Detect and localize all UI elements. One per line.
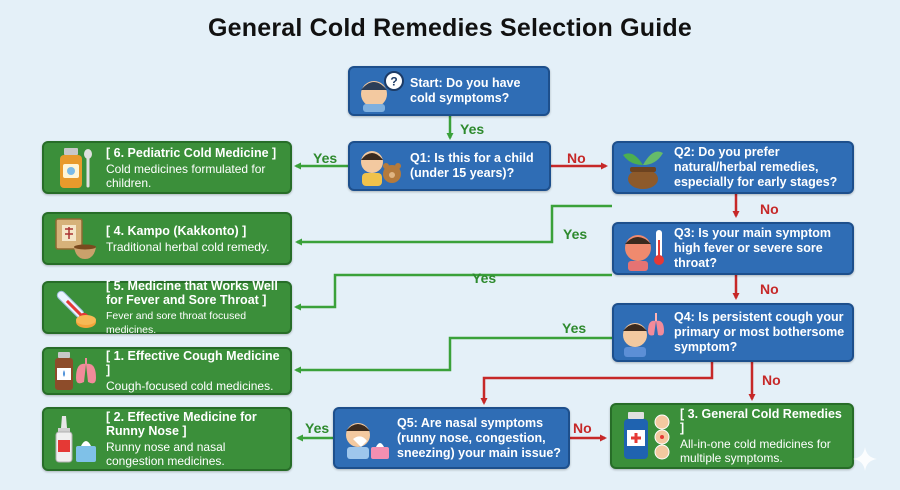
sparkle-icon xyxy=(853,447,877,471)
result-r3: [ 3. General Cold Remedies ] All-in-one … xyxy=(610,403,854,469)
arrow-q4-q5 xyxy=(480,362,714,405)
question-q4: Q4: Is persistent cough your primary or … xyxy=(612,303,854,362)
q3-text: Q3: Is your main symptom high fever or s… xyxy=(674,226,831,270)
q1-text: Q1: Is this for a child (under 15 years)… xyxy=(410,151,534,180)
result-r2: [ 2. Effective Medicine for Runny Nose ]… xyxy=(42,407,292,471)
label-yes-q1: Yes xyxy=(313,150,338,166)
label-no-q1: No xyxy=(567,150,586,166)
arrow-q3-r5 xyxy=(294,273,612,311)
q5-text: Q5: Are nasal symptoms (runny nose, cong… xyxy=(397,415,561,460)
label-yes-start: Yes xyxy=(460,121,485,137)
thermometer-lozenge-icon xyxy=(52,286,98,330)
r4-title: [ 4. Kampo (Kakkonto) ] xyxy=(106,223,247,238)
r6-title: [ 6. Pediatric Cold Medicine ] xyxy=(106,145,277,160)
question-q1: Q1: Is this for a child (under 15 years)… xyxy=(348,141,551,191)
question-q3: Q3: Is your main symptom high fever or s… xyxy=(612,222,854,275)
person-question-icon: ? xyxy=(354,70,404,112)
cough-lungs-icon xyxy=(618,309,668,357)
q2-text: Q2: Do you prefer natural/herbal remedie… xyxy=(674,145,838,189)
label-yes-q3: Yes xyxy=(472,270,497,286)
r4-desc: Traditional herbal cold remedy. xyxy=(106,239,270,254)
result-r1: [ 1. Effective Cough Medicine ] Cough-fo… xyxy=(42,347,292,395)
question-q2: Q2: Do you prefer natural/herbal remedie… xyxy=(612,141,854,194)
label-yes-q2: Yes xyxy=(563,226,588,242)
result-r4: [ 4. Kampo (Kakkonto) ] Traditional herb… xyxy=(42,212,292,265)
r1-desc: Cough-focused cold medicines. xyxy=(106,379,274,393)
sneeze-tissue-icon xyxy=(339,413,391,463)
result-r5: [ 5. Medicine that Works Well for Fever … xyxy=(42,278,292,336)
r1-title: [ 1. Effective Cough Medicine ] xyxy=(106,349,280,377)
r3-title: [ 3. General Cold Remedies ] xyxy=(680,407,842,435)
r2-desc: Runny nose and nasal congestion medicine… xyxy=(106,440,226,468)
syrup-bottle-icon xyxy=(52,146,98,190)
r5-title: [ 5. Medicine that Works Well for Fever … xyxy=(106,278,278,307)
page-title: General Cold Remedies Selection Guide xyxy=(208,14,692,42)
lungs-bottle-icon xyxy=(52,349,98,393)
medicine-bottle-icon xyxy=(620,410,672,462)
r2-title: [ 2. Effective Medicine for Runny Nose ] xyxy=(106,410,257,438)
label-yes-q4: Yes xyxy=(562,320,587,336)
question-q5: Q5: Are nasal symptoms (runny nose, cong… xyxy=(333,407,570,469)
svg-text:?: ? xyxy=(390,75,397,89)
q4-text: Q4: Is persistent cough your primary or … xyxy=(674,310,845,354)
r5-desc: Fever and sore throat focused medicines. xyxy=(106,309,247,336)
r6-desc: Cold medicines formulated for children. xyxy=(106,161,266,190)
arrow-q2-r4 xyxy=(295,204,612,246)
start-text: Start: Do you have cold symptoms? xyxy=(410,76,521,105)
kampo-box-icon xyxy=(52,217,98,261)
herbal-pot-icon xyxy=(618,145,668,191)
child-teddy-icon xyxy=(354,144,404,188)
arrow-q4-r1 xyxy=(294,336,612,374)
label-no-q5: No xyxy=(573,420,592,436)
result-r6: [ 6. Pediatric Cold Medicine ] Cold medi… xyxy=(42,141,292,194)
start-node: ? Start: Do you have cold symptoms? xyxy=(348,66,550,116)
nasal-spray-icon xyxy=(52,416,98,463)
label-no-q3: No xyxy=(760,281,779,297)
label-no-q2: No xyxy=(760,201,779,217)
fever-thermometer-icon xyxy=(618,226,668,272)
label-yes-q5: Yes xyxy=(305,420,330,436)
label-no-q4: No xyxy=(762,372,781,388)
r3-desc: All-in-one cold medicines for multiple s… xyxy=(680,437,831,465)
